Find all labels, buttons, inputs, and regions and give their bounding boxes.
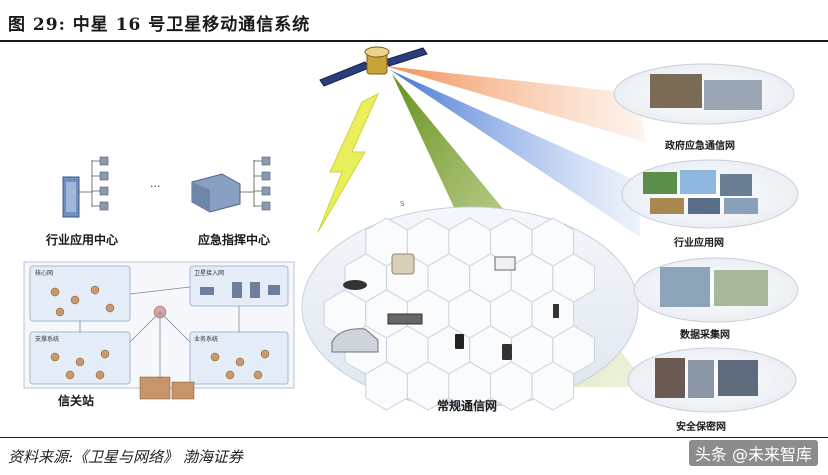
network-oval-industry: 行业应用网 <box>621 159 799 249</box>
network-oval-government: 政府应急通信网 <box>613 63 795 152</box>
rack-device-icon <box>387 313 423 325</box>
network-label-data: 数据采集网 <box>680 328 730 341</box>
portable-terminal-icon <box>391 253 415 275</box>
watermark: 头条 @未来智库 <box>688 440 818 466</box>
gateway-station-panel: 核心网 卫星接入网 支撑系统 业务系统 <box>23 261 295 400</box>
laptop-icon <box>494 256 516 271</box>
emergency-center-node <box>191 156 271 213</box>
gateway-building-icon <box>139 376 195 400</box>
sat-access-label: 卫星接入网 <box>194 269 224 277</box>
source-rule <box>0 437 828 438</box>
core-network-label: 核心网 <box>35 269 53 277</box>
network-oval-security: 安全保密网 <box>627 347 797 433</box>
title-rule <box>0 40 828 42</box>
satellite-icon <box>319 46 428 87</box>
ellipsis-text: ··· <box>150 180 161 193</box>
phone-icon <box>455 334 464 349</box>
handset-icon <box>553 304 559 318</box>
source-note: 资料来源:《卫星与网络》 渤海证券 <box>8 448 243 466</box>
beam-industry <box>390 70 640 237</box>
industry-center-node <box>62 156 109 218</box>
industry-center-label: 行业应用中心 <box>45 232 118 247</box>
network-label-security: 安全保密网 <box>676 420 726 433</box>
conventional-network-cloud: S <box>301 200 639 411</box>
antenna-terminal-icon <box>343 280 367 290</box>
figure-title: 图 29: 中星 16 号卫星移动通信系统 <box>8 15 311 35</box>
smartphone-icon <box>502 344 512 360</box>
network-label-government: 政府应急通信网 <box>665 139 735 152</box>
conventional-network-label: 常规通信网 <box>437 398 497 413</box>
beam-government <box>385 66 645 142</box>
service-system-label: 业务系统 <box>194 335 218 343</box>
vehicle-icon <box>331 328 379 353</box>
lightning-bolt-icon <box>317 92 380 233</box>
marker-s: S <box>400 200 405 208</box>
network-label-industry: 行业应用网 <box>673 236 724 249</box>
gateway-label: 信关站 <box>58 393 94 408</box>
support-system-label: 支撑系统 <box>35 335 59 343</box>
satellite-system-diagram: ··· 行业应用中心 应急指挥中心 核心网 卫星接入网 支撑系统 业务系统 <box>23 46 799 433</box>
emergency-center-label: 应急指挥中心 <box>198 232 270 247</box>
network-oval-data: 数据采集网 <box>633 257 799 341</box>
honeycomb-cell <box>531 361 575 411</box>
